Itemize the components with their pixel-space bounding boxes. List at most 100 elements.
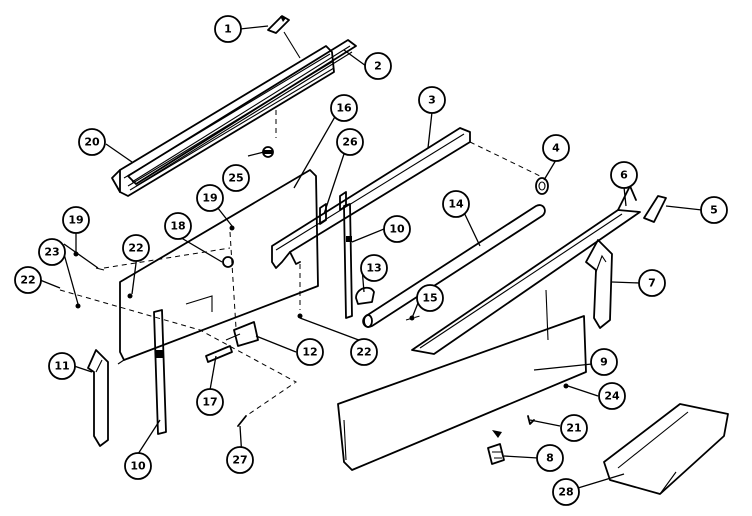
svg-text:22: 22 (20, 274, 35, 287)
svg-text:18: 18 (170, 220, 185, 233)
svg-text:7: 7 (648, 277, 656, 290)
part-3-panel-angle (271, 127, 471, 269)
part-27-screw (237, 415, 247, 427)
part-21-spring-clip (527, 415, 535, 425)
part-7-end-bracket (585, 239, 613, 329)
part-8-switch (487, 430, 505, 465)
svg-text:21: 21 (566, 422, 581, 435)
callout-15: 15 (416, 284, 444, 312)
dashed-link-22-27 (59, 289, 297, 417)
callout-5: 5 (700, 196, 728, 224)
callout-19-center: 19 (196, 184, 224, 212)
svg-text:28: 28 (558, 486, 573, 499)
part-17-bracket (205, 345, 233, 363)
svg-text:17: 17 (202, 396, 217, 409)
callout-2: 2 (364, 52, 392, 80)
part-13-clip (355, 286, 375, 305)
callout-23: 23 (38, 238, 66, 266)
callout-17: 17 (196, 388, 224, 416)
callout-12: 12 (296, 338, 324, 366)
svg-text:19: 19 (202, 192, 217, 205)
part-1-clip (267, 15, 290, 34)
part-9-front-panel (337, 289, 587, 471)
svg-text:16: 16 (336, 102, 352, 115)
callout-1: 1 (214, 15, 242, 43)
part-16-back-panel (117, 169, 319, 365)
callout-25: 25 (222, 164, 250, 192)
callout-9: 9 (590, 348, 618, 376)
part-2-rail (127, 39, 357, 187)
dashed-link-19-12 (229, 231, 237, 329)
svg-text:12: 12 (302, 346, 317, 359)
svg-text:5: 5 (710, 204, 718, 217)
part-10-rail-left (153, 309, 167, 435)
callout-27: 27 (226, 446, 254, 474)
svg-text:15: 15 (422, 292, 437, 305)
callout-10-right: 10 (383, 215, 411, 243)
dashed-link-3-4 (469, 141, 541, 177)
callout-14: 14 (442, 190, 470, 218)
callout-10-left: 10 (124, 452, 152, 480)
svg-text:14: 14 (448, 198, 464, 211)
dashed-link-1-2 (283, 31, 301, 59)
callout-8: 8 (536, 444, 564, 472)
svg-text:25: 25 (228, 172, 243, 185)
callout-26: 26 (336, 128, 364, 156)
part-18-clip (222, 256, 234, 268)
part-22-screw-c (75, 303, 81, 309)
part-10-bracket-right (343, 203, 353, 319)
callout-22-lower: 22 (350, 338, 378, 366)
svg-text:8: 8 (546, 452, 554, 465)
part-12-switch (225, 321, 259, 347)
svg-text:20: 20 (84, 136, 100, 149)
callout-4: 4 (542, 134, 570, 162)
callout-13: 13 (360, 254, 388, 282)
part-22-screw-b (127, 293, 133, 299)
svg-text:3: 3 (428, 94, 436, 107)
svg-text:22: 22 (128, 242, 143, 255)
svg-text:13: 13 (366, 262, 381, 275)
svg-text:23: 23 (44, 246, 59, 259)
svg-text:27: 27 (232, 454, 247, 467)
part-5-end-clip (643, 195, 667, 223)
svg-text:4: 4 (552, 142, 560, 155)
svg-text:11: 11 (54, 360, 69, 373)
part-11-end-bracket (87, 349, 109, 447)
svg-text:9: 9 (600, 356, 608, 369)
callout-21: 21 (560, 414, 588, 442)
svg-text:26: 26 (342, 136, 358, 149)
callout-19-left: 19 (62, 206, 90, 234)
part-19-screw-b (229, 225, 235, 231)
callout-11: 11 (48, 352, 76, 380)
callout-22-left: 22 (14, 266, 42, 294)
callout-22-center: 22 (122, 234, 150, 262)
callout-28: 28 (552, 478, 580, 506)
part-20-trim (111, 45, 335, 197)
svg-text:6: 6 (620, 169, 628, 182)
callout-18: 18 (164, 212, 192, 240)
callout-16: 16 (330, 94, 358, 122)
callout-6: 6 (610, 161, 638, 189)
part-24-screw (563, 383, 569, 389)
part-4-grommet (535, 177, 549, 195)
svg-text:2: 2 (374, 60, 382, 73)
part-22-screw (297, 313, 303, 319)
part-23-pin (95, 267, 105, 271)
callout-3: 3 (418, 86, 446, 114)
part-28-pouch (603, 403, 729, 495)
svg-text:10: 10 (130, 460, 146, 473)
svg-text:24: 24 (604, 390, 620, 403)
callout-7: 7 (638, 269, 666, 297)
svg-text:19: 19 (68, 214, 83, 227)
svg-text:10: 10 (389, 223, 405, 236)
part-25-screw (262, 146, 274, 158)
dashed-link-23-18 (103, 247, 231, 269)
callout-20: 20 (78, 128, 106, 156)
svg-text:1: 1 (224, 23, 232, 36)
dashed-link-15 (405, 315, 421, 321)
leader-lines (39, 25, 703, 489)
svg-text:22: 22 (356, 346, 371, 359)
part-14-tube (362, 204, 546, 328)
callout-24: 24 (598, 382, 626, 410)
